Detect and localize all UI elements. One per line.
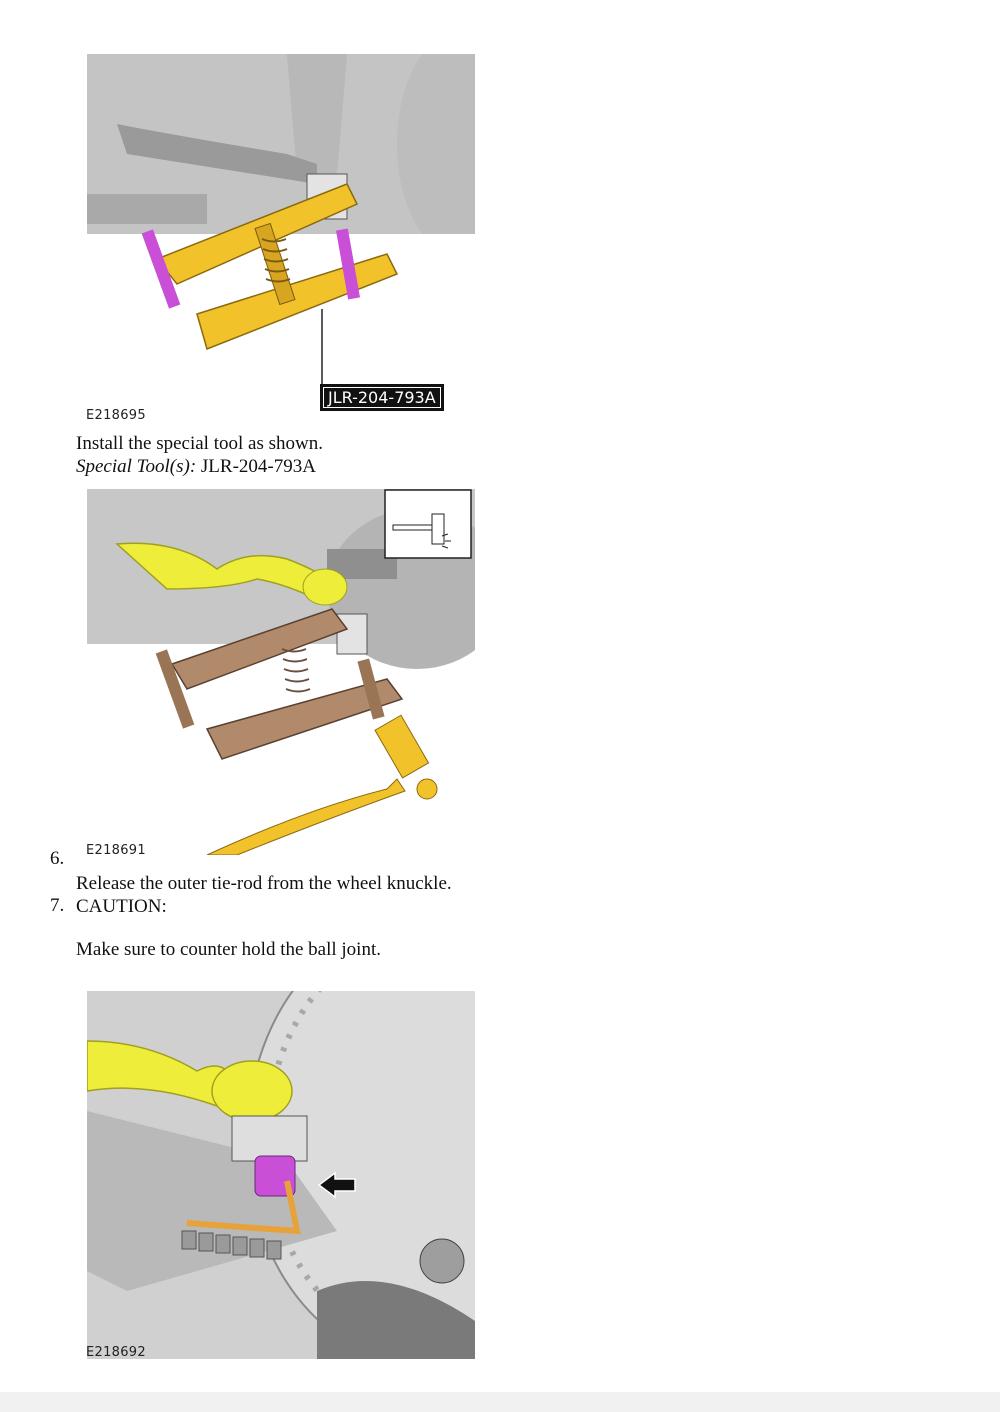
step-6-number: 6. <box>50 848 65 869</box>
page-bottom-band <box>0 1392 1000 1412</box>
special-tool-callout: JLR-204-793A <box>320 384 444 411</box>
figure-2-id: E218691 <box>86 843 146 858</box>
step-7-caution-text: Make sure to counter hold the ball joint… <box>76 939 381 960</box>
figure-1-illustration <box>87 54 475 404</box>
step-7-caution-label: CAUTION: <box>76 896 167 917</box>
figure-3-illustration <box>87 991 475 1359</box>
figure-1-id: E218695 <box>86 408 146 423</box>
step-5-instruction: Install the special tool as shown. <box>76 433 323 454</box>
step-7-number: 7. <box>50 895 65 916</box>
special-tool-value: JLR-204-793A <box>196 456 316 477</box>
step-6-text: Release the outer tie-rod from the wheel… <box>76 873 452 894</box>
special-tool-line: Special Tool(s): JLR-204-793A <box>76 455 316 478</box>
special-tool-label: Special Tool(s): <box>76 456 197 477</box>
figure-3-id: E218692 <box>86 1345 146 1360</box>
figure-2-illustration <box>87 489 475 855</box>
